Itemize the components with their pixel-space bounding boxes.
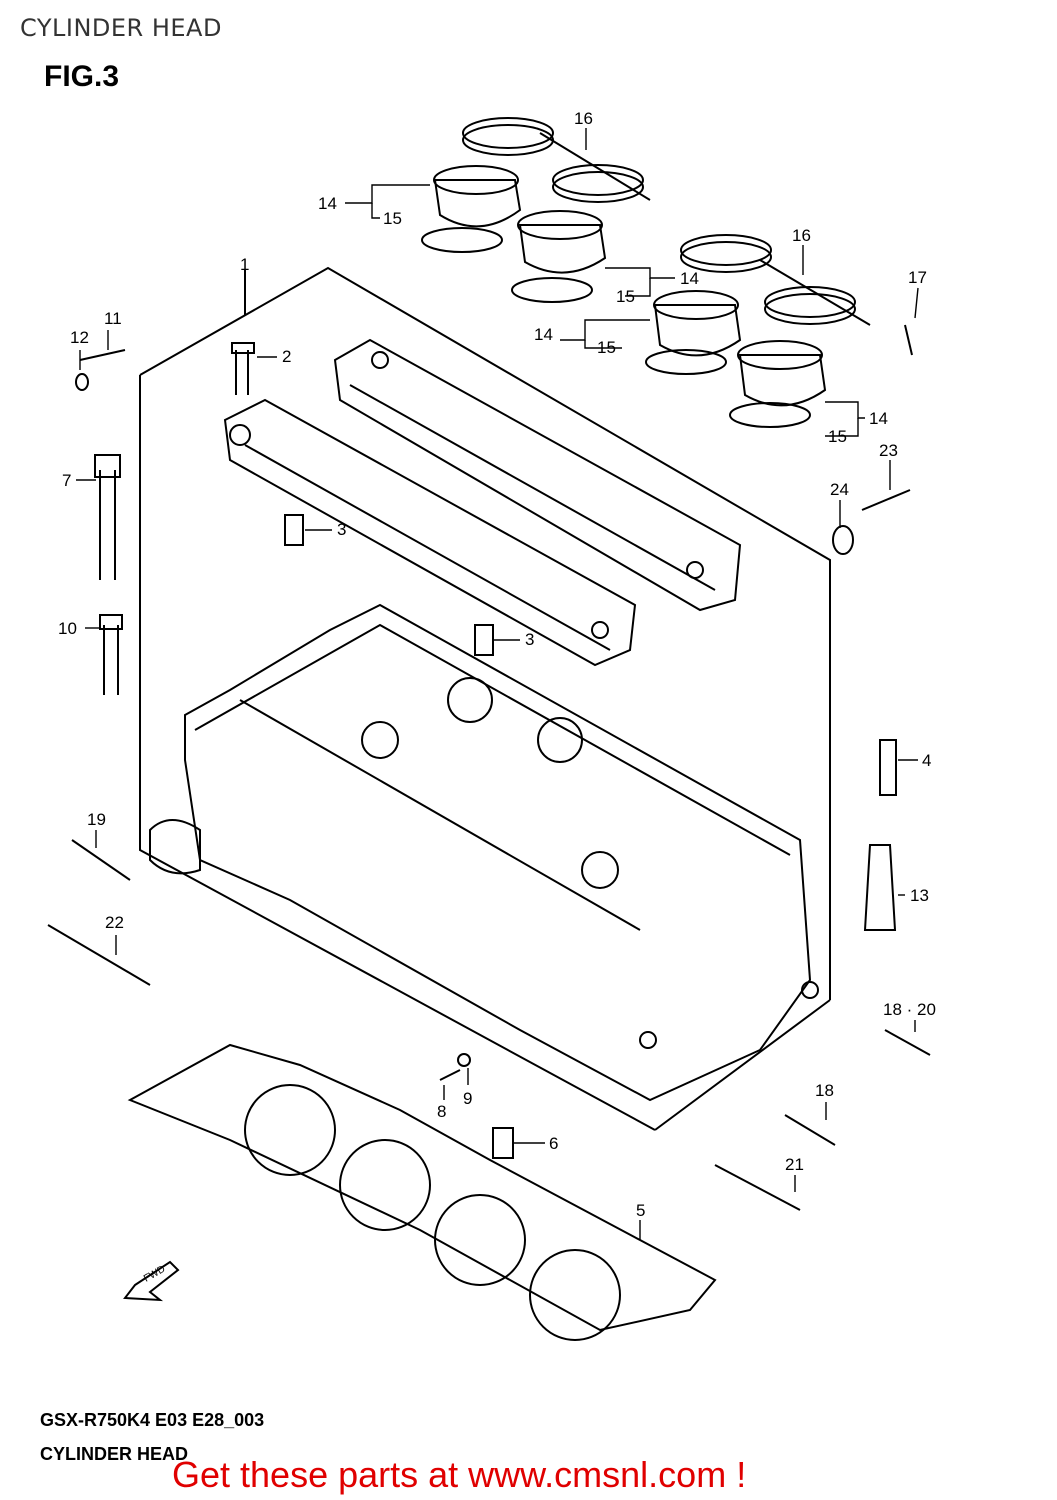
direction-arrow-icon xyxy=(123,1260,180,1302)
callout-1: 1 xyxy=(240,255,249,274)
intake-pipes xyxy=(421,117,871,428)
callout-15: 15 xyxy=(616,287,635,306)
cylinder-head xyxy=(149,603,819,1102)
callout-18-20: 18 · 20 xyxy=(883,1000,936,1019)
head-gasket xyxy=(127,1043,717,1341)
callout-17: 17 xyxy=(908,268,927,287)
callout-24: 24 xyxy=(830,480,849,499)
callout-14: 14 xyxy=(534,325,553,344)
fasteners xyxy=(47,324,931,1211)
callout-15: 15 xyxy=(383,209,402,228)
callout-13: 13 xyxy=(910,886,929,905)
callout-16: 16 xyxy=(574,109,593,128)
callout-2: 2 xyxy=(282,347,291,366)
callout-11: 11 xyxy=(104,309,122,328)
callout-15: 15 xyxy=(828,427,847,446)
figure-label: FIG.3 xyxy=(44,60,120,93)
callout-23: 23 xyxy=(879,441,898,460)
callout-5: 5 xyxy=(636,1201,645,1220)
callout-4: 4 xyxy=(922,751,931,770)
callout-14: 14 xyxy=(869,409,888,428)
callout-12: 12 xyxy=(70,328,89,347)
callout-22: 22 xyxy=(105,913,124,932)
callout-8: 8 xyxy=(437,1102,446,1121)
callout-14: 14 xyxy=(680,269,699,288)
callout-18: 18 xyxy=(815,1081,834,1100)
callout-7: 7 xyxy=(62,471,71,490)
callout-10: 10 xyxy=(58,619,77,638)
diagram-name: CYLINDER HEAD xyxy=(40,1444,189,1464)
leader-lines xyxy=(76,128,919,1240)
callout-3: 3 xyxy=(337,520,346,539)
callout-16: 16 xyxy=(792,226,811,245)
callout-3: 3 xyxy=(525,630,534,649)
promo-link-text[interactable]: Get these parts at www.cmsnl.com ! xyxy=(172,1454,747,1495)
assembly-frame xyxy=(139,266,831,1131)
callout-19: 19 xyxy=(87,810,106,829)
callout-21: 21 xyxy=(785,1155,804,1174)
page-title: CYLINDER HEAD xyxy=(20,14,222,42)
callout-14: 14 xyxy=(318,194,337,213)
diagram-code: GSX-R750K4 E03 E28_003 xyxy=(40,1410,265,1430)
callout-9: 9 xyxy=(463,1089,472,1108)
camshaft-holders xyxy=(223,338,742,667)
callout-15: 15 xyxy=(597,338,616,357)
callout-6: 6 xyxy=(549,1134,558,1153)
